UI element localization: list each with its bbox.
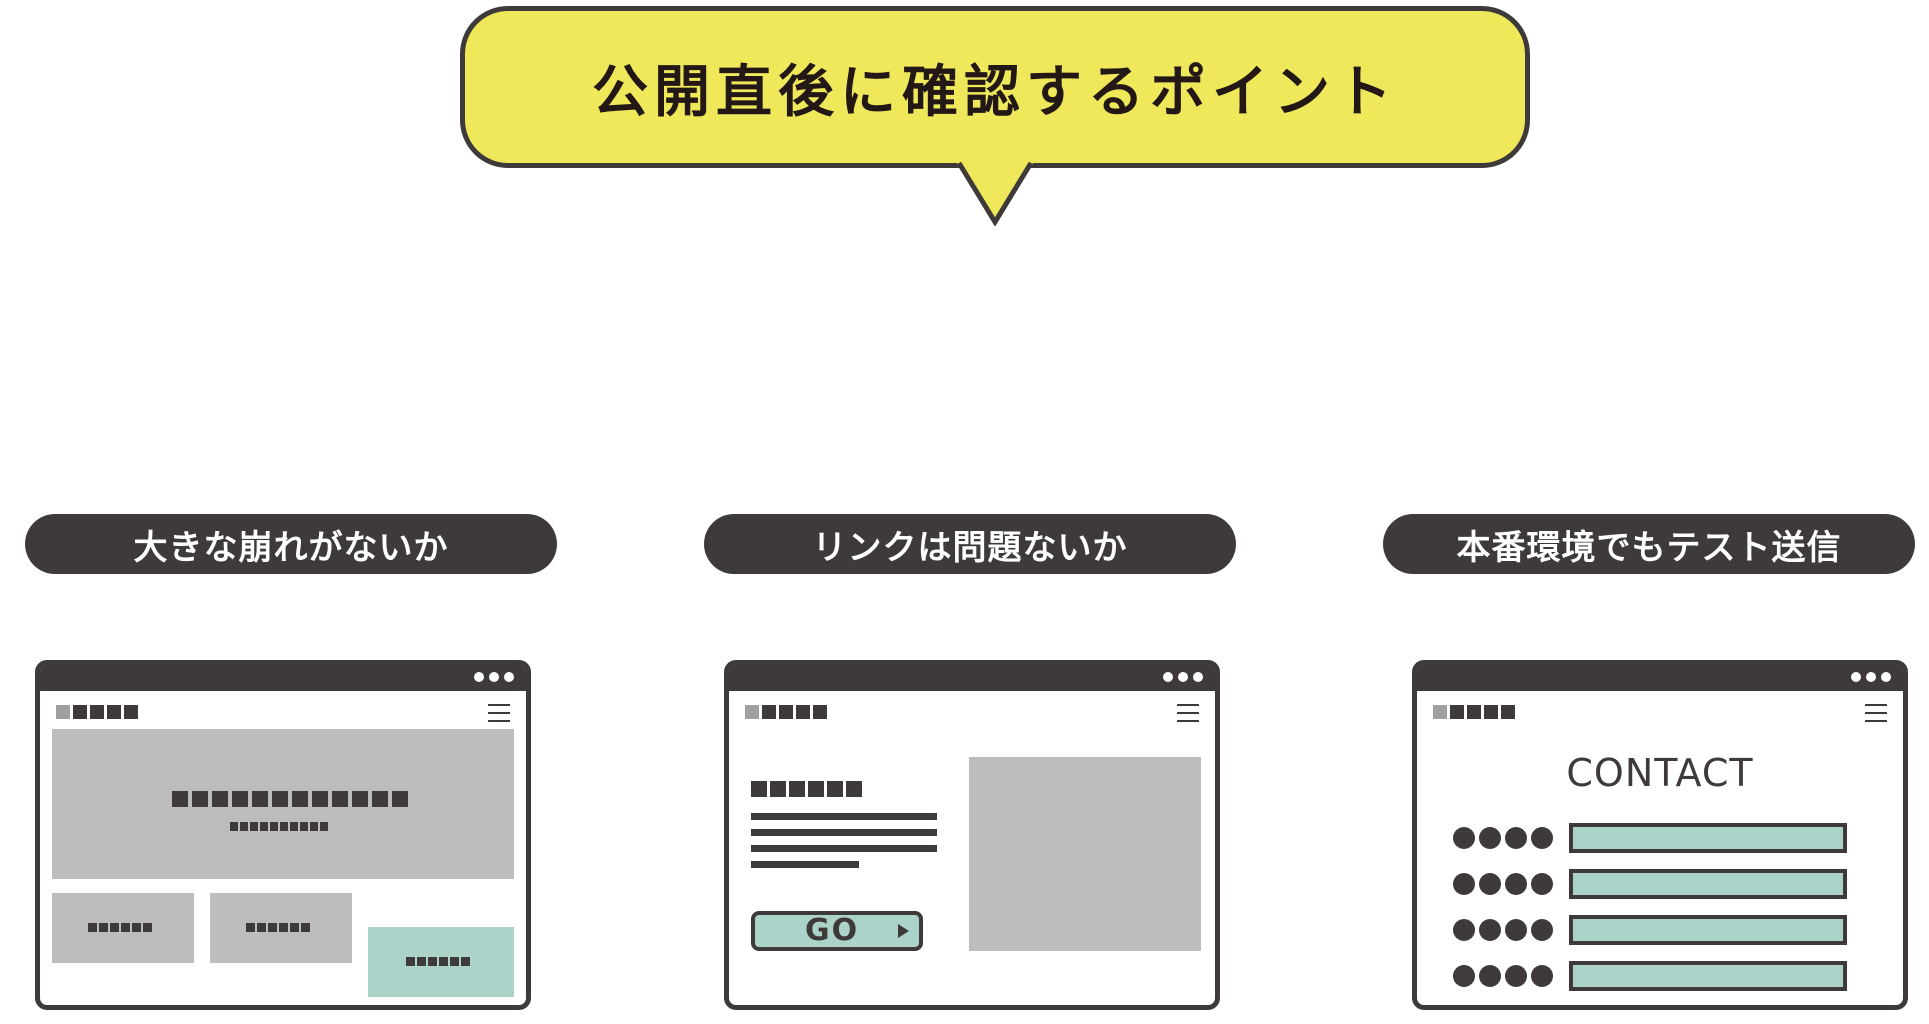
bubble-tail bbox=[955, 160, 1035, 226]
site-logo-placeholder bbox=[745, 705, 827, 719]
card-text-placeholder bbox=[88, 923, 152, 932]
text-line-placeholder bbox=[751, 845, 937, 852]
form-label-placeholder bbox=[1453, 919, 1569, 941]
point-label-links: リンクは問題ないか bbox=[704, 514, 1236, 574]
hamburger-menu-icon bbox=[488, 704, 510, 722]
form-field-placeholder bbox=[1569, 823, 1847, 853]
hamburger-menu-icon bbox=[1865, 704, 1887, 722]
browser-title-bar bbox=[40, 665, 526, 691]
text-line-placeholder bbox=[751, 861, 859, 868]
browser-title-bar bbox=[729, 665, 1215, 691]
form-label-placeholder bbox=[1453, 965, 1569, 987]
title-bubble: 公開直後に確認するポイント bbox=[460, 6, 1530, 168]
point-label-test-send: 本番環境でもテスト送信 bbox=[1383, 514, 1915, 574]
form-row bbox=[1453, 961, 1847, 991]
browser-title-bar bbox=[1417, 665, 1903, 691]
go-button: GO bbox=[751, 911, 923, 951]
window-dots-icon bbox=[474, 672, 514, 682]
page-title: 公開直後に確認するポイント bbox=[592, 59, 1398, 125]
contact-heading: CONTACT bbox=[1566, 751, 1754, 795]
form-label-placeholder bbox=[1453, 827, 1569, 849]
form-row bbox=[1453, 915, 1847, 945]
play-arrow-icon bbox=[898, 924, 909, 938]
hamburger-menu-icon bbox=[1177, 704, 1199, 722]
window-dots-icon bbox=[1163, 672, 1203, 682]
form-field-placeholder bbox=[1569, 961, 1847, 991]
section-heading-placeholder bbox=[751, 781, 862, 797]
window-dots-icon bbox=[1851, 672, 1891, 682]
hero-heading-placeholder bbox=[172, 791, 408, 807]
site-logo-placeholder bbox=[1433, 705, 1515, 719]
image-placeholder bbox=[969, 757, 1201, 951]
card-text-placeholder bbox=[406, 957, 470, 966]
browser-illustration-links: GO bbox=[724, 660, 1220, 1010]
form-field-placeholder bbox=[1569, 869, 1847, 899]
hero-subtext-placeholder bbox=[230, 822, 328, 831]
go-button-label: GO bbox=[805, 913, 860, 948]
browser-illustration-layout bbox=[35, 660, 531, 1010]
form-label-placeholder bbox=[1453, 873, 1569, 895]
form-row bbox=[1453, 823, 1847, 853]
text-line-placeholder bbox=[751, 829, 937, 836]
text-line-placeholder bbox=[751, 813, 937, 820]
card-text-placeholder bbox=[246, 923, 310, 932]
browser-illustration-contact: CONTACT bbox=[1412, 660, 1908, 1010]
form-row bbox=[1453, 869, 1847, 899]
site-logo-placeholder bbox=[56, 705, 138, 719]
form-field-placeholder bbox=[1569, 915, 1847, 945]
point-label-layout: 大きな崩れがないか bbox=[25, 514, 557, 574]
